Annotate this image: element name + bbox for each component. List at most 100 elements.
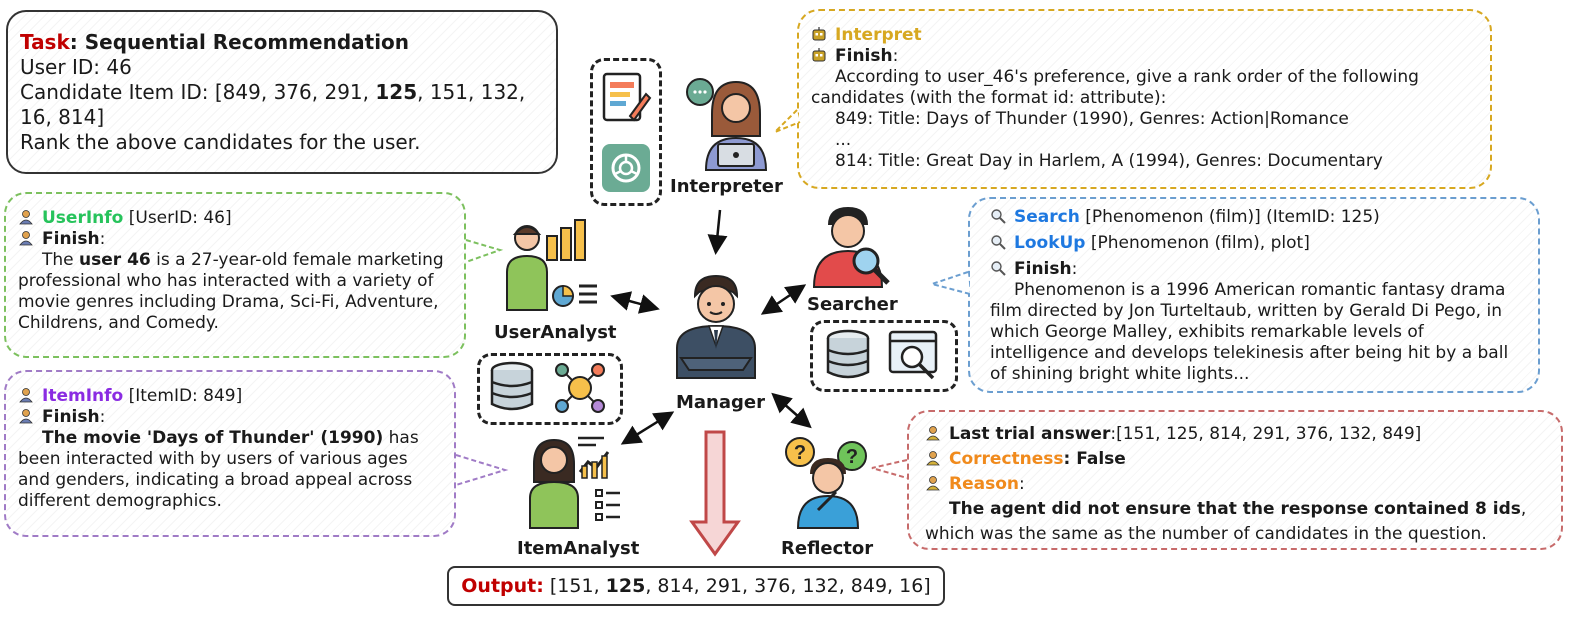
iteminfo-finish-colon: : (99, 407, 106, 427)
person-icon (19, 231, 33, 246)
useranalyst-label: UserAnalyst (494, 322, 617, 343)
interpreter-tools-group (590, 58, 662, 206)
interpret-text-line4: ... (835, 130, 852, 150)
iteminfo-tail (455, 454, 509, 486)
iteminfo-finish-label: Finish (42, 407, 100, 427)
person-icon (926, 476, 940, 491)
output-pre: [151, (543, 575, 606, 597)
searcher-label: Searcher (807, 294, 898, 315)
userinfo-finish-colon: : (99, 229, 106, 249)
lookup-action-row: LookUp [Phenomenon (film), plot] (990, 233, 1518, 254)
reason-comma: , (1520, 499, 1527, 519)
reason-line1: The agent did not ensure that the respon… (925, 497, 1545, 522)
task-label: Task (20, 30, 70, 54)
interpreter-to-manager-arrow (707, 209, 728, 255)
search-finish-colon: : (1071, 259, 1078, 279)
iteminfo-action-label: ItemInfo (42, 386, 124, 406)
interpret-text-line3: 849: Title: Days of Thunder (1990), Genr… (835, 109, 1349, 129)
person-icon (19, 210, 33, 225)
lookup-action-label: LookUp (1014, 233, 1086, 253)
reason-label: Reason (949, 474, 1019, 494)
task-heading: Task: Sequential Recommendation (20, 30, 544, 55)
userinfo-arg: [UserID: 46] (123, 208, 232, 228)
searcher-manager-arrow (760, 284, 807, 315)
iteminfo-action-row: ItemInfo [ItemID: 849] (18, 386, 442, 407)
task-box: Task: Sequential Recommendation User ID:… (6, 10, 558, 174)
candidates-suffix: , 151, 132, (417, 80, 526, 104)
reason-colon: : (1019, 474, 1025, 494)
search-action-label: Search (1014, 207, 1080, 227)
userinfo-finish-label: Finish (42, 229, 100, 249)
userinfo-text-bold: user 46 (79, 250, 151, 270)
robot-icon (812, 48, 826, 62)
interpreter-label: Interpreter (670, 176, 783, 197)
iteminfo-finish-row: Finish: (18, 407, 442, 428)
web-search-icon (888, 330, 938, 380)
network-icon (555, 363, 605, 413)
interpret-finish-label: Finish (835, 46, 893, 66)
iteminfo-text-post: has been interacted with by users of var… (18, 428, 419, 511)
output-bold: 125 (605, 575, 646, 597)
correctness-row: Correctness: False (925, 447, 1545, 472)
iteminfo-arg: [ItemID: 849] (123, 386, 243, 406)
userinfo-text-post: is a 27-year-old female marketing profes… (18, 250, 444, 333)
magnifier-icon (991, 235, 1006, 250)
openai-logo-icon (602, 144, 650, 192)
iteminfo-paragraph: The movie 'Days of Thunder' (1990) has b… (18, 428, 442, 512)
iteminfo-text-bold: The movie 'Days of Thunder' (1990) (42, 428, 384, 448)
database-icon (490, 361, 534, 411)
search-box: Search [Phenomenon (film)] (ItemID: 125)… (968, 197, 1540, 393)
itemanalyst-agent-icon (529, 436, 620, 529)
searcher-tools-group (810, 320, 958, 392)
useranalyst-agent-icon (506, 219, 597, 311)
reflector-label: Reflector (781, 538, 874, 559)
searcher-agent-icon (812, 207, 890, 288)
task-title: : Sequential Recommendation (69, 30, 410, 54)
interpret-box: Interpret Finish: According to user_46's… (797, 9, 1492, 189)
interpreter-agent-icon (686, 78, 768, 171)
search-action-row: Search [Phenomenon (film)] (ItemID: 125) (990, 207, 1518, 228)
reflector-manager-arrow (771, 392, 812, 429)
svg-text:?: ? (846, 446, 858, 468)
itemanalyst-label: ItemAnalyst (517, 538, 640, 559)
manager-label: Manager (676, 392, 765, 413)
itemanalyst-manager-arrow (620, 411, 675, 445)
person-icon (926, 426, 940, 441)
reason-bold-text: The agent did not ensure that the respon… (949, 499, 1521, 519)
reflector-box: Last trial answer:[151, 125, 814, 291, 3… (907, 410, 1563, 550)
search-paragraph: Phenomenon is a 1996 American romantic f… (990, 280, 1509, 384)
last-trial-row: Last trial answer:[151, 125, 814, 291, 3… (925, 422, 1545, 447)
last-trial-value: :[151, 125, 814, 291, 376, 132, 849] (1110, 424, 1422, 444)
interpret-text-line5: 814: Title: Great Day in Harlem, A (1994… (835, 151, 1383, 171)
correctness-value: : False (1063, 449, 1126, 469)
output-box: Output: [151, 125, 814, 291, 376, 132, 8… (447, 566, 945, 606)
task-candidates: Candidate Item ID: [849, 376, 291, 125, … (20, 80, 544, 105)
svg-text:?: ? (794, 442, 806, 464)
userinfo-text-pre: The (42, 250, 80, 270)
candidates-highlight: 125 (375, 80, 418, 104)
analyst-tools-group (477, 353, 623, 425)
manager-agent-icon (676, 274, 756, 379)
reason-line2: which was the same as the number of cand… (925, 524, 1487, 544)
person-icon (19, 388, 33, 403)
reason-row: Reason: (925, 472, 1545, 497)
userinfo-finish-row: Finish: (18, 229, 452, 250)
output-label: Output: (461, 575, 544, 597)
userinfo-action-row: UserInfo [UserID: 46] (18, 208, 452, 229)
userinfo-box: UserInfo [UserID: 46] Finish: The user 4… (4, 192, 466, 358)
interpret-action-row: Interpret (811, 25, 1478, 46)
userinfo-paragraph: The user 46 is a 27-year-old female mark… (18, 250, 452, 334)
interpret-finish-colon: : (892, 46, 899, 66)
useranalyst-manager-arrow (610, 291, 660, 314)
magnifier-icon (991, 261, 1006, 276)
output-arrow (689, 430, 741, 557)
robot-icon (812, 27, 826, 41)
reflector-agent-icon: ? ? (785, 437, 867, 529)
last-trial-label: Last trial answer (949, 424, 1111, 444)
task-instruction: Rank the above candidates for the user. (20, 130, 421, 154)
search-arg: [Phenomenon (film)] (ItemID: 125) (1079, 207, 1380, 227)
search-finish-label: Finish (1014, 259, 1072, 279)
task-user-id: User ID: 46 (20, 55, 132, 79)
output-post: , 814, 291, 376, 132, 849, 16] (645, 575, 931, 597)
userinfo-tail (465, 239, 504, 263)
